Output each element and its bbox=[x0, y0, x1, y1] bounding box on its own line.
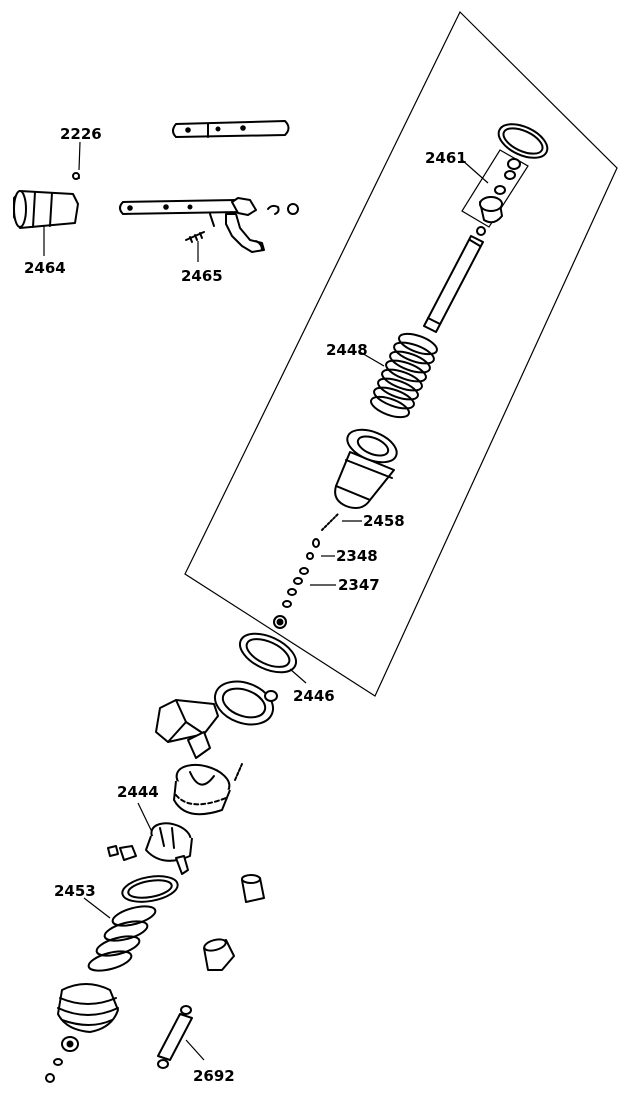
part-valve-cylinder bbox=[334, 428, 398, 509]
label-2453: 2453 bbox=[54, 882, 96, 900]
label-2444: 2444 bbox=[117, 783, 159, 801]
part-lever-shaft bbox=[119, 197, 265, 253]
part-seal-ring bbox=[121, 875, 179, 903]
label-2461: 2461 bbox=[425, 149, 467, 167]
part-bushing bbox=[241, 874, 265, 903]
part-rubber-boot bbox=[45, 983, 119, 1083]
leader-2461 bbox=[461, 159, 489, 184]
part-2458-small-spring bbox=[321, 513, 339, 531]
part-cone-cup bbox=[203, 938, 235, 971]
part-2461-valve bbox=[479, 158, 521, 224]
part-2465-pin bbox=[185, 231, 205, 243]
part-2461-ring bbox=[497, 123, 549, 159]
label-2226: 2226 bbox=[60, 125, 102, 143]
label-2458: 2458 bbox=[363, 512, 405, 530]
part-2448-spring bbox=[370, 332, 438, 419]
part-2348-ball bbox=[306, 538, 320, 560]
part-2692-pushrod bbox=[157, 1005, 193, 1069]
part-upper-bowl bbox=[173, 763, 231, 816]
subassembly-outline bbox=[184, 10, 618, 697]
part-2464-block bbox=[13, 190, 79, 229]
part-2347-washers bbox=[273, 567, 309, 629]
part-valve-rod bbox=[423, 226, 486, 333]
label-2692: 2692 bbox=[193, 1067, 235, 1085]
label-2465: 2465 bbox=[181, 267, 223, 285]
leader-2453 bbox=[83, 897, 111, 919]
label-2348: 2348 bbox=[336, 547, 378, 565]
part-2444-hub bbox=[145, 822, 193, 875]
leader-2226 bbox=[78, 141, 81, 171]
part-2453-spring bbox=[87, 905, 157, 972]
label-2347: 2347 bbox=[338, 576, 380, 594]
leader-2448 bbox=[359, 351, 385, 367]
part-carrier-housing bbox=[155, 680, 278, 759]
leader-2444 bbox=[137, 802, 153, 833]
part-2446-gasket bbox=[238, 632, 298, 674]
part-2226-screw bbox=[72, 172, 80, 180]
leader-2446 bbox=[289, 668, 307, 684]
part-2444-nuts bbox=[107, 845, 137, 861]
label-2446: 2446 bbox=[293, 687, 335, 705]
part-small-clips bbox=[267, 203, 299, 215]
part-small-pin bbox=[234, 763, 243, 781]
part-upper-shaft bbox=[172, 120, 290, 138]
leader-2692 bbox=[185, 1039, 205, 1061]
label-2464: 2464 bbox=[24, 259, 66, 277]
label-2448: 2448 bbox=[326, 341, 368, 359]
